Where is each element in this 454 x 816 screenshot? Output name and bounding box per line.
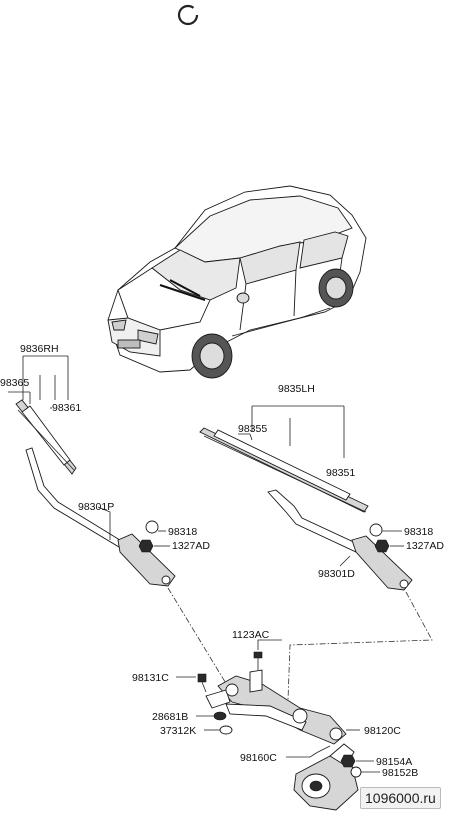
bushing-a <box>213 711 227 721</box>
loading-spinner-icon <box>177 4 199 26</box>
rh-wiper-blade <box>15 399 77 475</box>
rh-wiper-arm <box>25 447 176 587</box>
label-rh-blade-right: 98361 <box>52 402 81 414</box>
label-bolt-top: 1123AC <box>232 629 270 641</box>
label-rh-nut: 1327AD <box>172 540 210 552</box>
label-lh-arm: 98301D <box>318 568 355 580</box>
label-rh-arm: 98301P <box>78 501 114 513</box>
label-motor: 98160C <box>240 752 277 764</box>
label-lh-blade-left: 98355 <box>238 423 267 435</box>
car-illustration <box>107 185 367 379</box>
lh-wiper-group <box>199 405 433 701</box>
label-bushing-b: 37312K <box>160 725 196 737</box>
nut-a <box>340 754 356 768</box>
lh-wiper-arm <box>267 489 413 591</box>
label-rh-blade-left: 98365 <box>0 377 29 389</box>
rh-wiper-group <box>8 355 231 691</box>
bushing-b <box>219 725 233 735</box>
lh-cap <box>369 523 383 537</box>
label-bolt-left: 98131C <box>132 672 169 684</box>
watermark: 1096000.ru <box>360 787 441 809</box>
cap-b <box>350 766 362 778</box>
label-rh-assembly: 9836RH <box>20 343 59 355</box>
wiper-linkage <box>205 669 347 745</box>
label-lh-assembly: 9835LH <box>278 383 315 395</box>
label-cap-b: 98152B <box>382 767 418 779</box>
lh-nut <box>374 539 390 553</box>
label-linkage: 98120C <box>364 725 401 737</box>
lh-wiper-blade <box>199 427 369 513</box>
label-rh-cap: 98318 <box>168 526 197 538</box>
label-lh-nut: 1327AD <box>406 540 444 552</box>
label-lh-blade-right: 98351 <box>326 467 355 479</box>
label-bushing-a: 28681B <box>152 711 188 723</box>
rh-cap <box>145 520 159 534</box>
label-nut-a: 98154A <box>376 756 412 768</box>
wiper-motor <box>293 743 359 811</box>
bolt-top <box>253 651 263 670</box>
rh-nut <box>138 539 154 553</box>
label-lh-cap: 98318 <box>404 526 433 538</box>
bolt-left <box>197 673 207 693</box>
